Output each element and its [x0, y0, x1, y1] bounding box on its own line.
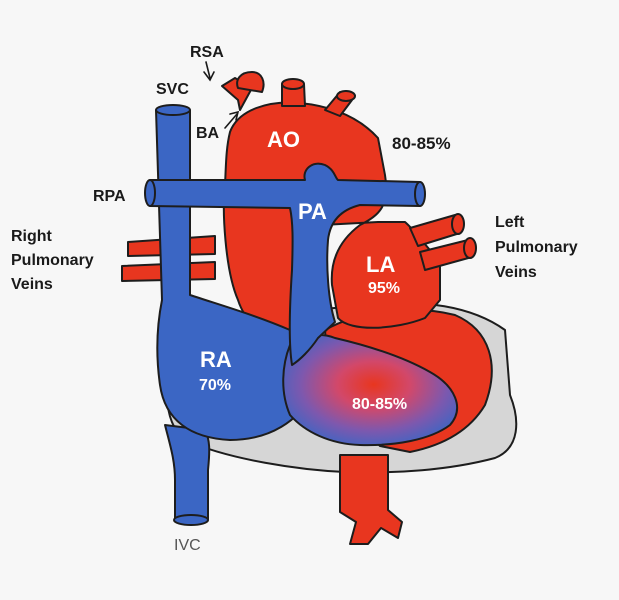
- descending-aorta: [339, 454, 403, 545]
- label-right-pulmonary-veins-3: Veins: [11, 276, 53, 293]
- mixed-ventricle: [282, 333, 459, 447]
- inferior-vena-cava: [164, 424, 211, 521]
- label-left-pulmonary-veins-2: Pulmonary: [495, 239, 578, 256]
- label-left-pulmonary-veins-1: Left: [495, 214, 525, 231]
- ba-arrow: [224, 113, 238, 129]
- left-pulmonary-vein-upper-opening: [451, 213, 465, 235]
- rpa-opening: [144, 179, 156, 207]
- svc-right-atrium: [155, 109, 313, 441]
- label-ventricle-saturation: 80-85%: [352, 396, 407, 413]
- label-rpa: RPA: [93, 188, 126, 205]
- label-left-pulmonary-veins-3: Veins: [495, 264, 537, 281]
- pulmonary-artery: [149, 162, 421, 366]
- label-rsa: RSA: [190, 44, 224, 61]
- label-ba: BA: [196, 125, 220, 142]
- label-la-saturation: 95%: [368, 280, 400, 297]
- ivc-opening: [173, 514, 209, 526]
- label-ivc: IVC: [174, 537, 201, 554]
- left-pulmonary-vein-lower-opening: [463, 237, 477, 259]
- label-right-pulmonary-veins-2: Pulmonary: [11, 252, 94, 269]
- ba-arrow-head: [229, 110, 240, 121]
- carotid-opening: [281, 78, 305, 90]
- left-subclavian-opening: [336, 90, 356, 102]
- label-svc: SVC: [156, 81, 189, 98]
- label-pa: PA: [298, 199, 327, 224]
- label-aorta-saturation: 80-85%: [392, 134, 451, 153]
- label-ra-saturation: 70%: [199, 377, 231, 394]
- svc-opening: [155, 104, 191, 116]
- label-ao: AO: [267, 127, 300, 152]
- subclavian-branch: [236, 71, 265, 93]
- rsa-arrow-head: [203, 71, 215, 82]
- label-la: LA: [366, 252, 395, 277]
- rsa-arrow: [205, 61, 211, 79]
- label-right-pulmonary-veins-1: Right: [11, 228, 53, 245]
- lpa-opening: [414, 181, 426, 207]
- label-ra: RA: [200, 347, 232, 372]
